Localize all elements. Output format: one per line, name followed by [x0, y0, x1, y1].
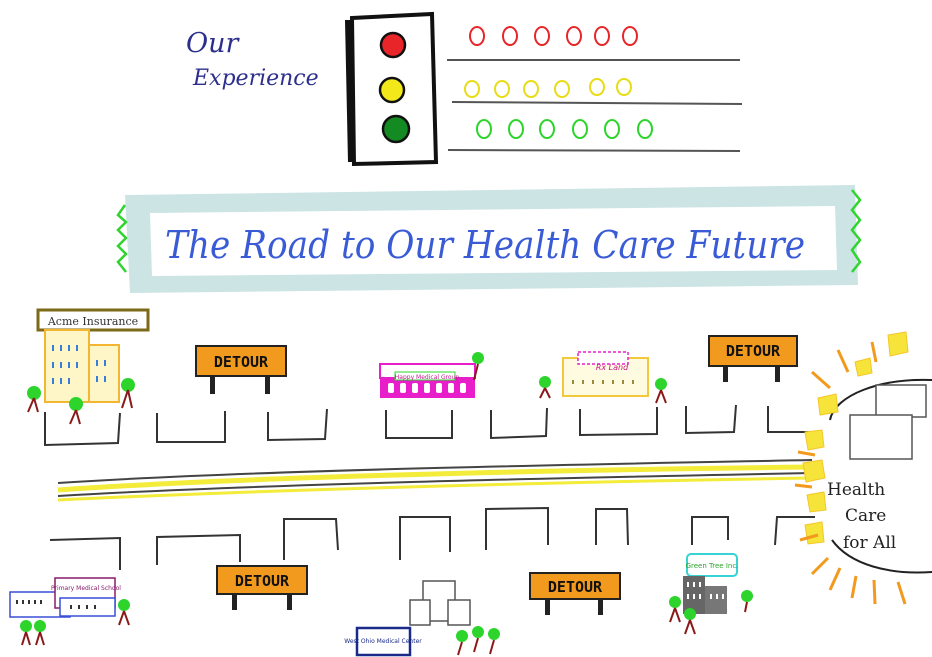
acme-insurance-label: Acme Insurance — [47, 315, 138, 328]
red-rating-row — [469, 26, 638, 46]
header-line-1: Our — [186, 28, 241, 59]
detour-sign-3: DETOUR — [216, 565, 308, 610]
rx-land-label: Rx Land — [596, 363, 629, 372]
detour-label-4: DETOUR — [548, 578, 603, 596]
yellow-rating-row — [464, 78, 632, 98]
rating-rows — [447, 26, 743, 152]
detour-sign-2: DETOUR — [708, 335, 798, 382]
primary-medical-school-label: Primary Medical School — [51, 585, 121, 592]
sun-streaks — [794, 341, 907, 605]
road — [57, 459, 813, 502]
banner-title: The Road to Our Health Care Future — [165, 223, 805, 267]
tree-icon — [20, 620, 32, 646]
rx-land-building: Rx Land — [562, 351, 649, 397]
tree-icon — [684, 608, 696, 635]
destination-line-3: for All — [843, 533, 896, 553]
detour-sign-4: DETOUR — [529, 572, 621, 615]
lower-curbs — [49, 506, 815, 570]
tree-icon — [69, 397, 83, 425]
traffic-light-icon — [345, 11, 439, 167]
detour-label-2: DETOUR — [726, 342, 781, 360]
acme-insurance-building: Acme Insurance — [36, 308, 150, 403]
rating-divider-3 — [447, 149, 741, 152]
green-rating-row — [476, 119, 653, 139]
trees — [20, 352, 753, 656]
title-banner: The Road to Our Health Care Future — [116, 185, 862, 293]
tree-icon — [741, 590, 753, 613]
sun-rays — [802, 331, 909, 545]
destination-line-1: Health — [827, 480, 885, 500]
traffic-light-yellow — [378, 76, 406, 104]
tree-icon — [27, 386, 41, 413]
tree-icon — [118, 599, 130, 626]
green-tree-inc-label: Green Tree Inc. — [686, 562, 739, 570]
happy-medical-group-label: Happy Medical Group — [395, 374, 460, 381]
tree-icon — [34, 620, 46, 646]
tree-icon — [539, 376, 551, 399]
traffic-light-red — [379, 31, 407, 59]
upper-curbs — [44, 404, 810, 447]
tree-icon — [669, 596, 681, 623]
tree-icon — [456, 630, 468, 656]
detour-label-1: DETOUR — [214, 353, 269, 371]
traffic-light-green — [381, 114, 411, 144]
detour-label-3: DETOUR — [235, 572, 290, 590]
green-tree-inc-building: Green Tree Inc. — [683, 553, 739, 614]
happy-medical-group-building: Happy Medical Group — [379, 363, 476, 398]
west-ohio-medical-center-building: West Ohio Medical Center — [344, 580, 471, 657]
header-line-2: Experience — [192, 66, 319, 91]
tree-icon — [472, 626, 484, 653]
tree-icon — [472, 352, 484, 381]
destination-line-2: Care — [845, 506, 886, 526]
health-care-destination: Health Care for All — [794, 331, 932, 605]
tree-icon — [121, 378, 135, 409]
tree-icon — [655, 378, 667, 404]
detour-sign-1: DETOUR — [195, 345, 287, 394]
tree-icon — [488, 628, 500, 655]
primary-medical-school-building: Primary Medical School — [9, 577, 121, 618]
west-ohio-medical-center-label: West Ohio Medical Center — [344, 638, 422, 645]
rating-divider-2 — [451, 101, 743, 105]
